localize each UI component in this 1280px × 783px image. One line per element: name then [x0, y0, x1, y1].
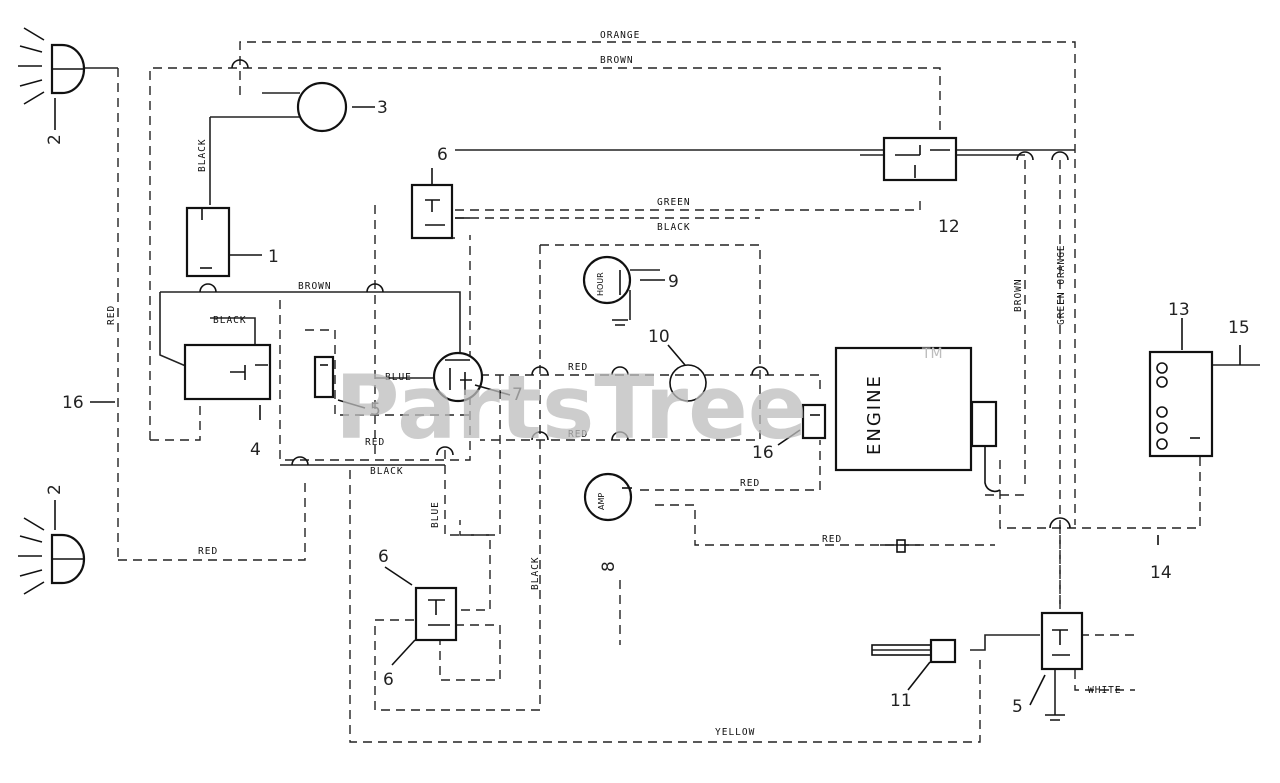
callout-13: 13 — [1168, 300, 1190, 320]
callout-6-lower-bottom: 6 — [383, 670, 394, 690]
component-12-switch — [882, 136, 958, 182]
callout-4: 4 — [250, 440, 261, 460]
callout-14: 14 — [1150, 563, 1172, 583]
wire-label-black-bottom: BLACK — [370, 466, 404, 477]
wire-label-white: WHITE — [1088, 685, 1122, 696]
component-3-circle — [296, 81, 348, 133]
wire-label-red-lower: RED — [568, 429, 588, 440]
callout-12: 12 — [938, 217, 960, 237]
wire-label-orange: ORANGE — [600, 30, 640, 41]
headlight-bottom — [18, 517, 86, 595]
wire-hops — [199, 59, 1071, 529]
callout-leaders — [54, 98, 1241, 706]
wire-label-green: GREEN — [657, 197, 691, 208]
hour-meter-label: HOUR — [596, 272, 605, 296]
callout-5-left: 5 — [370, 400, 381, 420]
wire-label-black-vert: BLACK — [197, 138, 208, 172]
wires-dashed — [117, 41, 1201, 743]
wire-label-red-left: RED — [365, 437, 385, 448]
wire-labels: ORANGE BROWN BLACK GREEN BLACK BROWN BLA… — [106, 30, 1122, 738]
callout-7: 7 — [512, 385, 523, 405]
component-4-switch — [183, 343, 272, 420]
callout-9: 9 — [668, 272, 679, 292]
callout-3: 3 — [377, 98, 388, 118]
component-7-ignition — [432, 351, 484, 403]
component-13-battery — [1148, 350, 1214, 458]
component-engine — [834, 346, 1001, 493]
wire-label-black-center: BLACK — [657, 222, 691, 233]
callout-11: 11 — [890, 691, 912, 711]
callout-15: 15 — [1228, 318, 1250, 338]
wire-label-blue-vert: BLUE — [430, 501, 441, 528]
engine-label: ENGINE — [864, 374, 885, 455]
wire-label-black-left: BLACK — [213, 315, 247, 326]
wire-label-brown-vert: BROWN — [1013, 278, 1024, 312]
component-1-box — [185, 206, 231, 278]
callout-1: 1 — [268, 247, 279, 267]
component-6-lower — [414, 586, 458, 642]
ground-hour-meter — [612, 319, 628, 326]
wire-label-red-center: RED — [568, 362, 588, 373]
wire-label-green-orange-vert: GREEN ORANGE — [1056, 244, 1067, 325]
component-9-hour-meter — [582, 255, 632, 305]
watermark: PartsTree TM — [335, 346, 943, 459]
callout-2-top: 2 — [45, 134, 65, 145]
component-5-box — [313, 355, 335, 399]
callout-10: 10 — [648, 327, 670, 347]
inline-fuse-red — [896, 539, 906, 553]
component-15-connector — [801, 403, 827, 440]
wire-label-black-vert-center: BLACK — [530, 556, 541, 590]
component-11-fuse — [871, 638, 957, 664]
wire-label-red-vert: RED — [106, 305, 117, 325]
callout-2-bottom: 2 — [45, 484, 65, 495]
watermark-trademark: TM — [921, 346, 943, 362]
callout-5-lower: 5 — [1012, 697, 1023, 717]
headlight-top — [18, 27, 86, 105]
wire-label-brown-mid: BROWN — [298, 281, 332, 292]
wire-label-blue: BLUE — [385, 372, 412, 383]
wire-label-red-bottom: RED — [822, 534, 842, 545]
wire-label-brown-top: BROWN — [600, 55, 634, 66]
component-6-upper — [410, 183, 454, 240]
component-5-relay — [1040, 611, 1084, 721]
ammeter-label: AMP — [597, 493, 606, 510]
callout-6-lower-top: 6 — [378, 547, 389, 567]
component-10-circle — [669, 364, 707, 402]
watermark-brand: PartsTree — [335, 356, 807, 459]
component-8-ammeter — [583, 472, 633, 522]
callout-numbers: 2 3 6 1 9 10 5 7 16 4 16 2 8 6 6 12 13 1… — [45, 98, 1250, 717]
wire-label-red-headlight: RED — [198, 546, 218, 557]
callout-6-top: 6 — [437, 145, 448, 165]
callout-8: 8 — [599, 561, 619, 572]
wire-label-red-ammeter: RED — [740, 478, 760, 489]
callout-16-left: 16 — [62, 393, 84, 413]
wire-label-yellow: YELLOW — [715, 727, 755, 738]
callout-16-engine: 16 — [752, 443, 774, 463]
